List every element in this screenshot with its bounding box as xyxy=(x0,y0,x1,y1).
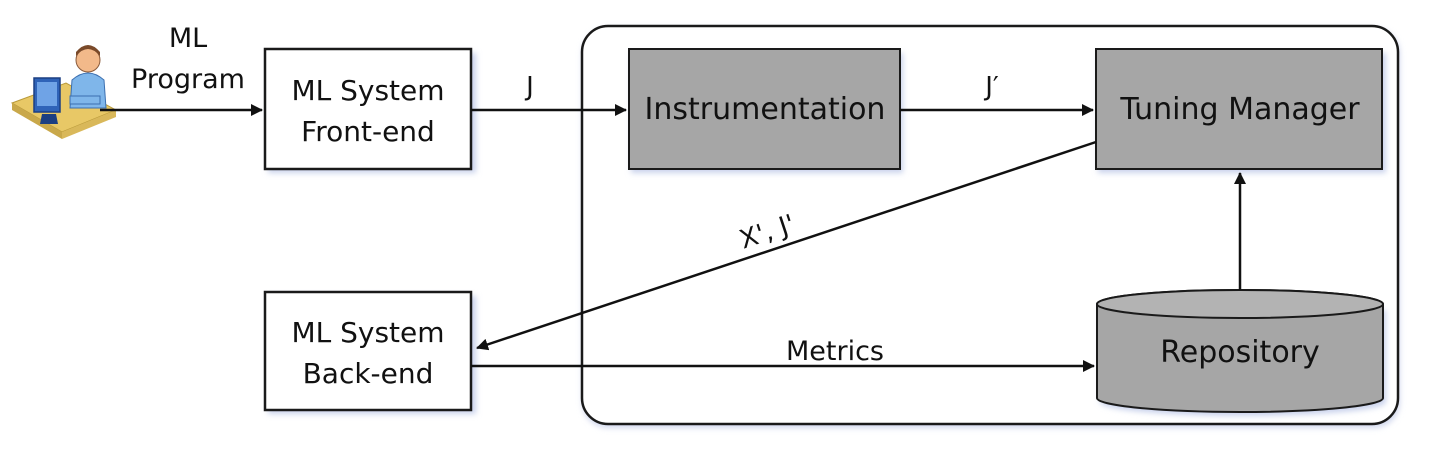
frontend-node: ML System Front-end xyxy=(263,47,476,173)
edge-label-metrics: Metrics xyxy=(786,336,884,367)
program-label-line1: ML xyxy=(169,23,207,54)
tuning-manager-node: Tuning Manager xyxy=(1095,48,1386,173)
repository-node: Repository xyxy=(1096,289,1386,416)
tuning-manager-label: Tuning Manager xyxy=(1119,92,1360,127)
backend-node: ML System Back-end xyxy=(263,290,476,414)
backend-label-line2: Back-end xyxy=(303,357,434,390)
user-at-computer-icon xyxy=(10,45,118,139)
instrumentation-label: Instrumentation xyxy=(645,92,886,127)
repository-label: Repository xyxy=(1160,335,1320,370)
frontend-label-line1: ML System xyxy=(291,74,444,107)
edge-label-j: J xyxy=(524,72,534,102)
backend-label-line1: ML System xyxy=(291,316,444,349)
program-label-line2: Program xyxy=(131,64,245,95)
instrumentation-node: Instrumentation xyxy=(628,48,903,173)
edge-label-j-prime: J′ xyxy=(983,72,999,102)
frontend-label-line2: Front-end xyxy=(301,115,435,148)
edge-tuning-to-backend xyxy=(476,140,1097,351)
